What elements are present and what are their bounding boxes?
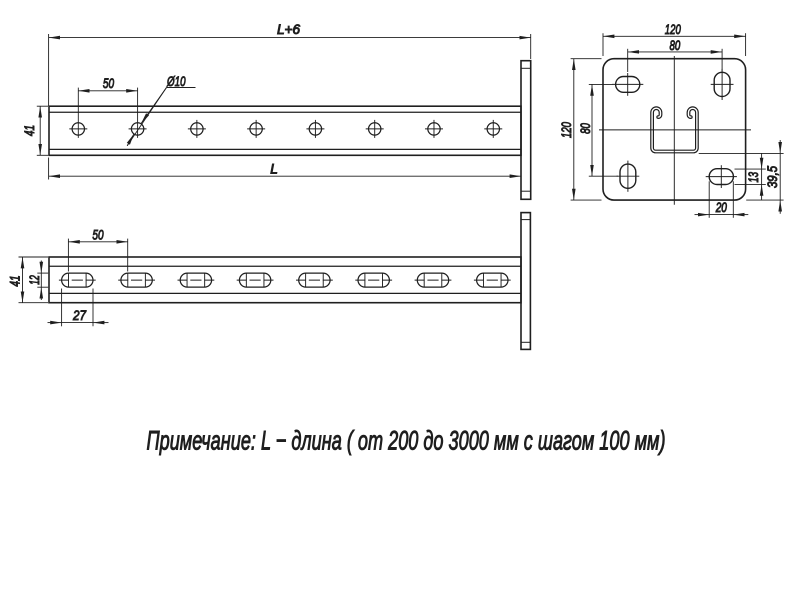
svg-text:50: 50 — [92, 227, 103, 243]
svg-text:41: 41 — [7, 275, 22, 286]
svg-text:Примечание: L − длина ( от 200: Примечание: L − длина ( от 200 до 3000 м… — [147, 426, 666, 456]
svg-text:80: 80 — [670, 38, 681, 54]
svg-text:80: 80 — [578, 123, 593, 134]
svg-text:120: 120 — [559, 122, 574, 138]
svg-text:Ø10: Ø10 — [166, 74, 185, 90]
svg-text:L+6: L+6 — [277, 22, 300, 37]
svg-text:50: 50 — [103, 76, 114, 92]
svg-text:12: 12 — [27, 275, 42, 285]
svg-text:20: 20 — [715, 200, 727, 216]
svg-text:39,5: 39,5 — [765, 166, 780, 188]
svg-text:L: L — [270, 162, 278, 177]
svg-text:41: 41 — [22, 125, 37, 136]
svg-text:120: 120 — [665, 22, 681, 38]
svg-text:27: 27 — [72, 308, 87, 324]
svg-text:13: 13 — [746, 172, 761, 183]
